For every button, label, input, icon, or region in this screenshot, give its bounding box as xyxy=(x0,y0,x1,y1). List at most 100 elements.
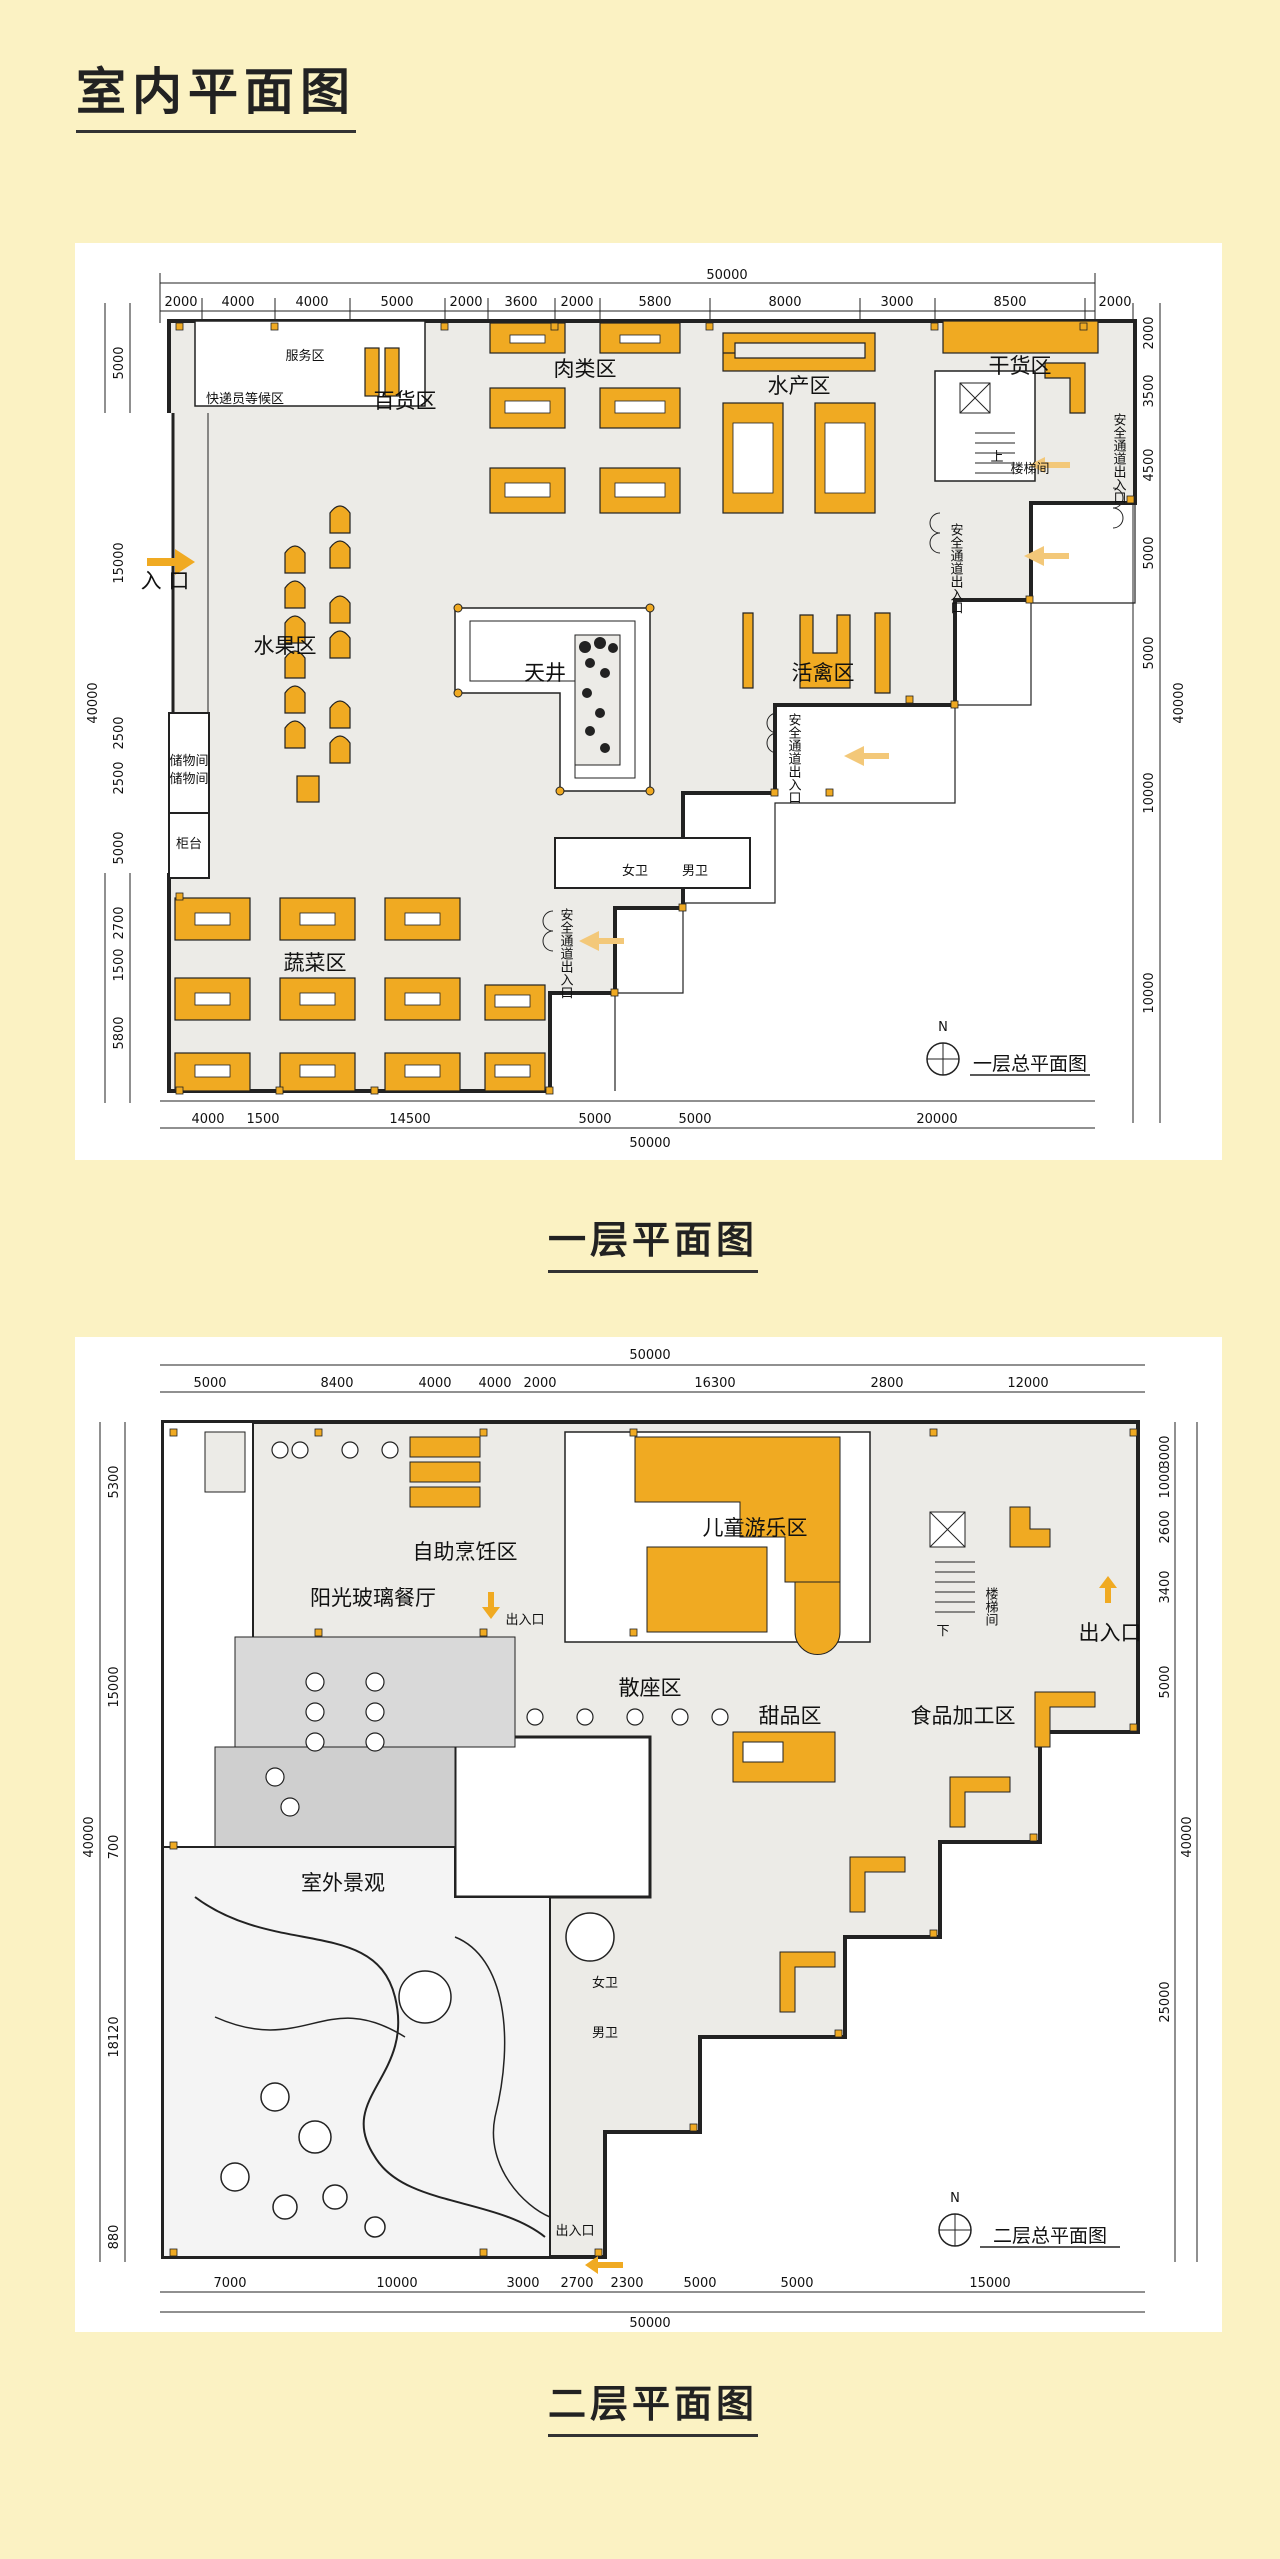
floor2-plan-label: 二层总平面图 xyxy=(993,2225,1107,2247)
floor1-stairs xyxy=(959,382,1015,474)
floor2-left-dim: 18120 xyxy=(107,2016,122,2057)
floor2-panel: 50000 5000 8400 4000 4000 2000 16300 280… xyxy=(75,1337,1222,2332)
floor1-atrium xyxy=(453,603,655,796)
floor2-top-dim: 16300 xyxy=(694,1376,735,1391)
zone-female-wc-2: 女卫 xyxy=(592,1975,618,1991)
zone-atrium: 天井 xyxy=(524,661,566,685)
floor2-zone-labels: 儿童游乐区 自助烹饪区 阳光玻璃餐厅 散座区 甜品区 食品加工区 室外景观 出入… xyxy=(301,1516,1142,2247)
floor1-bottom-dim: 14500 xyxy=(389,1112,430,1127)
exit-label-b: 出入口 xyxy=(505,1613,544,1628)
zone-food-processing: 食品加工区 xyxy=(911,1704,1016,1728)
floor1-caption: 一层平面图 xyxy=(548,1209,759,1273)
floor2-bottom-dim: 2700 xyxy=(560,2276,593,2291)
floor1-dimension-texts: 50000 2000 4000 4000 5000 2000 3600 2000… xyxy=(86,268,1187,1151)
stair-down: 下 xyxy=(936,1624,949,1639)
zone-stairwell-2: 楼梯间 xyxy=(983,1587,999,1626)
floor1-top-dim: 8500 xyxy=(993,295,1026,310)
floor2-left-dim: 880 xyxy=(107,2225,122,2250)
floor1-counter-tops xyxy=(194,334,866,1078)
floor1-left-dim: 2500 xyxy=(112,761,127,794)
zone-sunroom: 阳光玻璃餐厅 xyxy=(310,1586,436,1610)
zone-landscape: 室外景观 xyxy=(301,1871,385,1895)
floor2-top-dim: 12000 xyxy=(1007,1376,1048,1391)
exit-label-3: 安全通道出入口 xyxy=(786,713,802,804)
floor2-bottom-dim: 15000 xyxy=(969,2276,1010,2291)
floor1-right-dim: 2000 xyxy=(1142,316,1157,349)
floor1-bottom-dim: 5000 xyxy=(578,1112,611,1127)
exit-label-4: 安全通道出入口 xyxy=(558,908,574,999)
floor1-bottom-dim: 20000 xyxy=(916,1112,957,1127)
floor2-bottom-dim: 5000 xyxy=(683,2276,716,2291)
floor1-left-dim: 5800 xyxy=(112,1016,127,1049)
zone-fruit: 水果区 xyxy=(254,634,317,658)
floor1-bottom-dim: 1500 xyxy=(246,1112,279,1127)
floor2-bottom-dim: 10000 xyxy=(376,2276,417,2291)
zone-entrance: 入 口 xyxy=(141,569,190,593)
floor2-right-dim: 2600 xyxy=(1158,1510,1173,1543)
floor2-top-dim: 5000 xyxy=(193,1376,226,1391)
floor1-left-dim: 5000 xyxy=(112,831,127,864)
floor2-building xyxy=(161,1420,1140,2259)
floor1-bottom-dim: 5000 xyxy=(678,1112,711,1127)
floor1-top-dim: 3000 xyxy=(880,295,913,310)
floor1-bottom-total: 50000 xyxy=(629,1136,670,1151)
floor1-plan-label: 一层总平面图 xyxy=(973,1053,1087,1075)
floor2-plan: 50000 5000 8400 4000 4000 2000 16300 280… xyxy=(82,1348,1198,2331)
floor2-top-dim: 2800 xyxy=(870,1376,903,1391)
floor2-left-dim: 700 xyxy=(107,1835,122,1860)
exit-label-1: 安全通道出入口 xyxy=(1111,413,1127,504)
floor2-bottom-dim: 2300 xyxy=(610,2276,643,2291)
floor2-exit-arrows xyxy=(482,1576,1117,2274)
zone-seafood: 水产区 xyxy=(768,374,831,398)
floor2-left-dim: 5300 xyxy=(107,1465,122,1498)
floor1-panel: 50000 2000 4000 4000 5000 2000 3600 2000… xyxy=(75,243,1222,1160)
floor1-top-dim: 5000 xyxy=(380,295,413,310)
floor1-left-dim: 2500 xyxy=(112,716,127,749)
floor1-right-dim: 5000 xyxy=(1142,636,1157,669)
zone-dessert: 甜品区 xyxy=(759,1704,822,1728)
floor1-top-total: 50000 xyxy=(706,268,747,283)
floor1-right-total: 40000 xyxy=(1172,682,1187,723)
floor2-top-dim: 2000 xyxy=(523,1376,556,1391)
floor2-top-total: 50000 xyxy=(629,1348,670,1363)
zone-counter: 柜台 xyxy=(176,837,202,852)
zone-dry-goods: 干货区 xyxy=(989,354,1052,378)
zone-male-wc: 男卫 xyxy=(682,864,708,879)
floor1-right-dim: 4500 xyxy=(1142,448,1157,481)
floor1-top-dim: 8000 xyxy=(768,295,801,310)
page-title: 室内平面图 xyxy=(76,52,356,133)
zone-female-wc: 女卫 xyxy=(622,863,648,879)
floor2-caption: 二层平面图 xyxy=(548,2373,759,2437)
floor2-counters xyxy=(409,1436,1096,2013)
floor2-columns xyxy=(169,1428,1138,2257)
zone-kids: 儿童游乐区 xyxy=(703,1516,808,1540)
floor1-left-dim: 5000 xyxy=(112,346,127,379)
floor1-right-dim: 10000 xyxy=(1142,972,1157,1013)
floor2-right-total: 40000 xyxy=(1180,1816,1195,1857)
zone-storage-2: 储物间 xyxy=(169,772,208,787)
zone-vegetable: 蔬菜区 xyxy=(284,951,347,975)
floor2-dimension-texts: 50000 5000 8400 4000 4000 2000 16300 280… xyxy=(82,1348,1195,2331)
floor1-north: N xyxy=(938,1020,948,1035)
zone-male-wc-2: 男卫 xyxy=(592,2026,618,2041)
floor1-left-dim: 2700 xyxy=(112,906,127,939)
zone-service: 服务区 xyxy=(285,348,324,364)
floor2-right-dim: 1000 xyxy=(1158,1465,1173,1498)
floor1-bottom-dim: 4000 xyxy=(191,1112,224,1127)
zone-seating: 散座区 xyxy=(619,1676,682,1700)
floor1-left-dim: 15000 xyxy=(112,542,127,583)
floor2-bottom-dim: 7000 xyxy=(213,2276,246,2291)
floor1-right-dim: 10000 xyxy=(1142,772,1157,813)
floor1-top-dim: 2000 xyxy=(560,295,593,310)
floor1-top-dim: 4000 xyxy=(221,295,254,310)
floor1-plan: 50000 2000 4000 4000 5000 2000 3600 2000… xyxy=(85,268,1187,1151)
floor2-north: N xyxy=(950,2191,960,2206)
exit-label-c: 出入口 xyxy=(555,2224,594,2239)
stair-up: 上 xyxy=(990,450,1003,465)
floor2-right-dim: 3400 xyxy=(1158,1570,1173,1603)
floor1-counters xyxy=(174,320,1099,1092)
floor2-north-symbol xyxy=(938,2213,1120,2248)
exit-label-a: 出入口 xyxy=(1079,1621,1142,1645)
floor2-trees xyxy=(220,1912,615,2238)
floor2-dimension-lines xyxy=(99,1364,1198,2313)
